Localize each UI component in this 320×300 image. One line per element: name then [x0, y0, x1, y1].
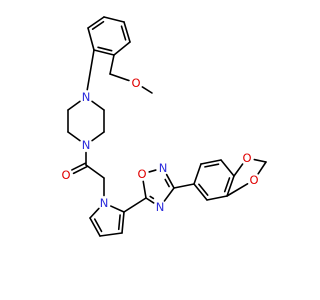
- atom-n-pyrrole: N: [100, 196, 109, 210]
- bond-a6-a1: [87, 27, 95, 51]
- bond-b5-b6-inner: [204, 163, 220, 168]
- bond-npy-py2: [110, 205, 125, 213]
- bond-a2-a3: [103, 16, 125, 23]
- bond-py3-py4: [99, 232, 123, 237]
- atom-o-carbonyl: O: [61, 168, 70, 182]
- bond-cc-ch2: [85, 164, 105, 179]
- molecule-structure: O N N O N O N N O O: [61, 16, 267, 237]
- bond-b3-b4: [226, 175, 235, 197]
- bond-a1-a2: [87, 16, 105, 29]
- bond-py2-py3-inner: [117, 214, 121, 231]
- bond-ox3-nox4: [163, 187, 175, 202]
- bond-py4-py5-inner: [93, 218, 103, 233]
- bond-b2-b3: [206, 195, 228, 201]
- bond-a1-a2-inner: [91, 20, 105, 31]
- bond-a3-a4: [123, 21, 131, 43]
- bond-a6-n1: [86, 49, 95, 91]
- bond-b3-od1: [226, 183, 249, 197]
- bond-n1-p2: [91, 100, 105, 111]
- bond-nox2-ox3-inner: [164, 178, 170, 188]
- bond-py2-py3: [121, 211, 125, 234]
- bond-nox4-ox5-inner: [149, 195, 155, 200]
- bond-ca-om: [109, 73, 130, 82]
- atom-o-dioxole-upper: O: [242, 151, 251, 165]
- bond-py5-npy: [89, 207, 100, 219]
- atom-n-oxadiazole-lower: N: [156, 200, 165, 214]
- bond-a5-a6-inner: [97, 46, 113, 52]
- bond-oox-nox2: [148, 169, 157, 173]
- bond-a5-a6: [93, 49, 115, 56]
- atom-o-dioxole-lower: O: [249, 173, 258, 187]
- bond-od2-cd: [253, 158, 267, 163]
- bond-b1-b2: [193, 183, 208, 201]
- bond-py2-ox5: [123, 197, 147, 213]
- atom-o-oxadiazole: O: [137, 167, 146, 181]
- bond-cc-oc-b: [72, 165, 88, 175]
- bond-b4-b5: [220, 159, 235, 177]
- bond-b5-b6: [200, 159, 222, 165]
- atom-n-piperazine-top: N: [82, 90, 91, 104]
- bond-b3-b4-inner: [223, 177, 231, 193]
- bond-ox3-b1: [173, 183, 195, 189]
- atom-labels: O N N O N O N N O O: [61, 76, 258, 214]
- bond-b6-b1: [193, 163, 202, 185]
- bond-p6-n1: [67, 100, 81, 111]
- bond-om-me: [141, 86, 153, 94]
- atom-n-piperazine-bottom: N: [82, 138, 91, 152]
- bond-cc-oc-a: [71, 162, 86, 171]
- bond-od1-cd: [257, 161, 267, 175]
- bond-a3-a4-inner: [120, 25, 127, 41]
- bond-nox4-ox5: [145, 197, 155, 204]
- bond-b1-b2-inner: [198, 183, 209, 196]
- atom-o-methoxy: O: [131, 76, 140, 90]
- bond-nox2-ox3: [165, 173, 175, 189]
- bond-a4-a5: [113, 41, 131, 56]
- bond-n4-p5: [67, 131, 81, 142]
- atom-n-oxadiazole-upper: N: [159, 161, 168, 175]
- bond-lines: [67, 16, 267, 237]
- bond-p3-n4: [91, 131, 105, 142]
- bond-b4-od2: [233, 163, 244, 177]
- bond-py4-py5: [89, 217, 101, 237]
- bond-a5-ca: [109, 54, 115, 75]
- bond-ox5-oox: [142, 180, 147, 199]
